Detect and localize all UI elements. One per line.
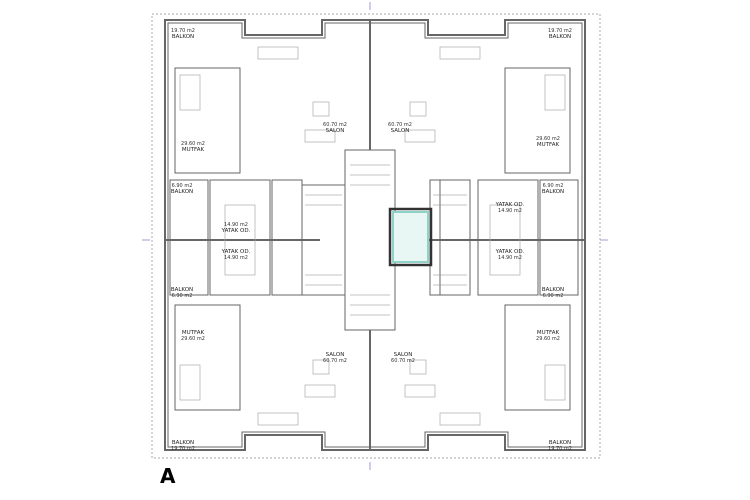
bedrooms-right: [477, 179, 539, 296]
bathrooms-right: [439, 179, 471, 296]
stair-left: [301, 184, 346, 296]
plan-letter: A: [160, 464, 176, 488]
furniture: [179, 46, 566, 426]
kitchen-tl: [174, 67, 241, 174]
elevator: [392, 211, 429, 263]
outer-wall: [164, 19, 586, 451]
section-marks: [142, 2, 608, 470]
inner-wall: [167, 22, 583, 448]
room-label-yatak-tr: YATAK OD.14.90 m2: [495, 202, 525, 214]
corridor: [344, 149, 396, 331]
kitchen-tr: [504, 67, 571, 174]
room-label-yatak-br: YATAK OD.14.90 m2: [495, 249, 525, 261]
kitchen-br: [504, 304, 571, 411]
balconies-left: [169, 179, 209, 296]
balconies-right: [539, 179, 579, 296]
stair-treads: [305, 164, 467, 316]
bedrooms-left: [209, 179, 271, 296]
kitchen-bl: [174, 304, 241, 411]
stair-right: [429, 179, 471, 296]
bathrooms-left: [271, 179, 303, 296]
outer-dimension-line: [151, 13, 601, 459]
room-label-yatak-bl: YATAK OD.14.90 m2: [221, 249, 251, 261]
